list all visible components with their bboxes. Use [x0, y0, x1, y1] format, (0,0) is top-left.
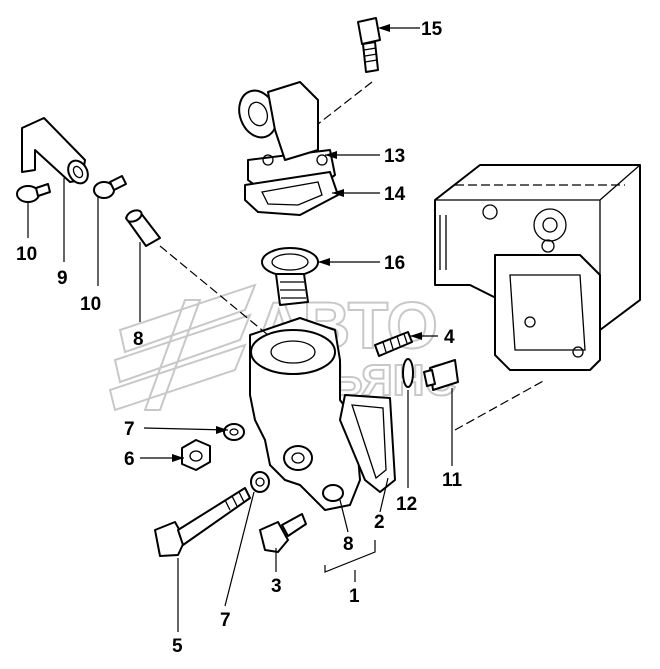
callout-13: 13 — [384, 146, 405, 167]
washer-12 — [402, 358, 414, 388]
washer-lower — [250, 471, 270, 493]
cylinder-head — [434, 164, 641, 371]
hose — [21, 117, 89, 185]
callout-7-upper: 7 — [124, 419, 135, 440]
stud — [374, 331, 413, 357]
leader-lines — [27, 27, 546, 632]
gasket-14 — [244, 171, 339, 216]
callout-12: 12 — [396, 494, 417, 515]
arrowheads — [172, 24, 422, 462]
callout-10-right: 10 — [80, 294, 101, 315]
callout-2: 2 — [374, 512, 385, 533]
housing-gasket — [339, 394, 396, 493]
callout-15: 15 — [421, 19, 443, 40]
short-bolt — [259, 513, 307, 553]
connecting-tube — [125, 209, 161, 247]
bolt-15 — [357, 17, 381, 73]
callout-labels: 15 13 14 16 4 10 9 10 8 7 6 12 11 2 8 1 … — [16, 19, 463, 657]
callout-3: 3 — [271, 576, 282, 597]
hose-clamp-right — [93, 175, 127, 199]
callout-1: 1 — [349, 586, 360, 607]
watermark-logo — [108, 283, 257, 412]
callout-10-left: 10 — [16, 244, 37, 265]
plug — [423, 359, 459, 391]
callout-6: 6 — [124, 449, 135, 470]
thermostat — [261, 247, 319, 306]
callout-5: 5 — [172, 636, 183, 657]
callout-8-tube: 8 — [133, 329, 144, 350]
callout-14: 14 — [384, 184, 406, 205]
thermostat-cover-elbow — [238, 81, 336, 201]
callout-11: 11 — [442, 470, 463, 491]
washer-upper — [223, 423, 245, 441]
callout-9: 9 — [57, 268, 68, 289]
nut — [181, 439, 211, 471]
thermostat-housing — [249, 317, 361, 511]
hose-clamp-left — [16, 183, 51, 203]
long-bolt — [154, 487, 251, 557]
callout-16: 16 — [384, 253, 405, 274]
callout-7-lower: 7 — [220, 610, 231, 631]
callout-8-housing: 8 — [343, 534, 354, 555]
callout-4: 4 — [444, 327, 455, 348]
